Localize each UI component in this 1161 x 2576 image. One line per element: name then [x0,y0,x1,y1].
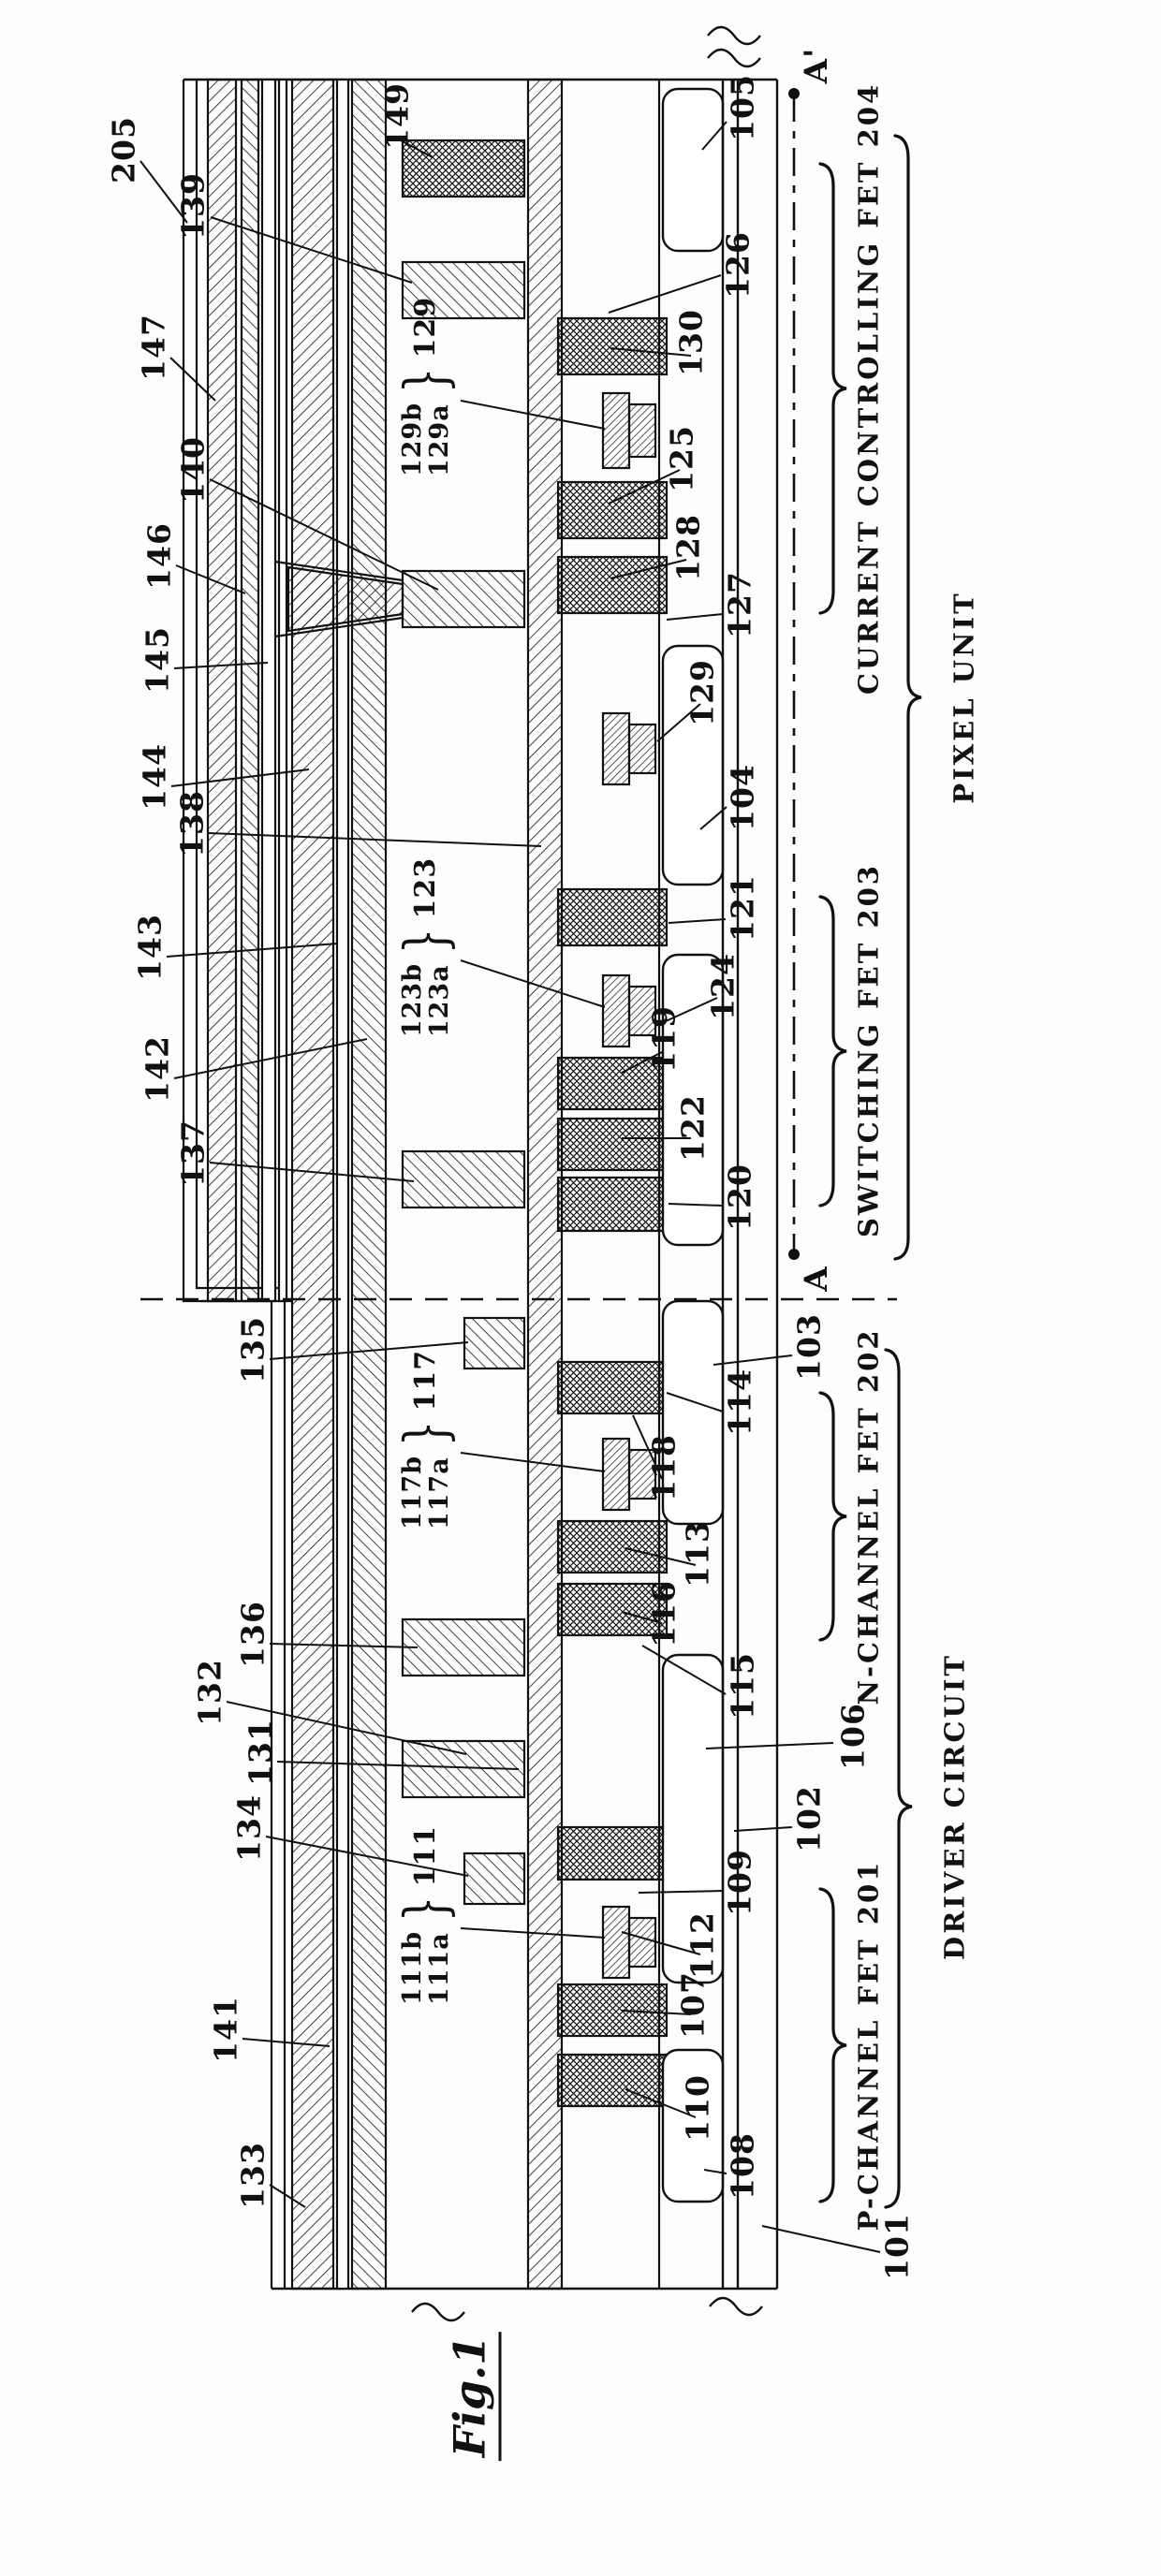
callout-119: 119 [645,1005,683,1073]
callout-129a: 129a [425,403,454,477]
callout-109: 109 [721,1849,758,1916]
callout-141: 141 [207,1996,244,2063]
callout-123a: 123a [425,964,454,1038]
callout-120: 120 [721,1164,758,1231]
callout-111b: 111b [398,1930,427,2006]
gate-callout-group-111: 111b 111a } 111 [391,1824,460,2006]
callout-129b: 129b [398,402,427,477]
gate-callout-group-123: 123b 123a } 123 [391,856,460,1038]
callout-143: 143 [131,914,169,981]
callout-104: 104 [724,764,761,831]
callout-133: 133 [234,2142,272,2209]
callout-114: 114 [721,1368,758,1436]
substrate-layers [721,80,779,2289]
callout-110: 110 [679,2074,716,2142]
group-brace-123: } [391,928,460,954]
figure-title: Fig.1 [444,2331,502,2462]
callout-146: 146 [140,522,178,590]
region-label-driver-circuit: DRIVER CIRCUIT [938,1653,971,1960]
callout-142: 142 [139,1035,176,1103]
callout-group-123: 123 [409,856,442,919]
callout-125: 125 [663,425,700,492]
callout-112: 112 [683,1911,721,1979]
callout-147: 147 [135,314,172,381]
callout-group-117: 117 [409,1349,442,1412]
callout-113: 113 [679,1520,716,1588]
callout-205: 205 [105,116,142,183]
callout-145: 145 [139,626,176,694]
callout-105: 105 [724,74,761,141]
section-marker-a-prime: A' [798,47,835,84]
source-drain-electrodes [556,316,669,2108]
callout-group-129: 129 [409,296,442,359]
braces [818,134,922,2209]
section-marker-a: A [798,1266,835,1292]
callout-128: 128 [669,514,707,581]
fet-label-switching-203: SWITCHING FET 203 [852,863,885,1237]
callout-136: 136 [234,1601,272,1668]
gate-callout-group-117: 117b 117a } 117 [391,1349,460,1530]
callout-115: 115 [724,1652,761,1720]
callout-118: 118 [645,1434,683,1501]
callout-group-111: 111 [409,1824,442,1887]
region-label-pixel-unit: PIXEL UNIT [948,591,980,804]
group-brace-129: } [391,367,460,393]
callout-101: 101 [878,2213,916,2280]
callout-107: 107 [674,1971,712,2039]
top-layer-bands [182,78,661,2291]
callout-130: 130 [672,309,710,376]
callout-102: 102 [790,1785,828,1852]
wiring-electrodes [401,139,526,1906]
callout-131: 131 [242,1719,279,1786]
section-line-a-a [788,88,800,1260]
callout-144: 144 [136,743,173,811]
fet-label-p-channel-201: P-CHANNEL FET 201 [852,1859,885,2232]
callout-127: 127 [721,571,758,638]
callout-137: 137 [174,1120,212,1187]
callout-121: 121 [724,874,761,942]
callout-149: 149 [378,82,416,150]
callout-117b: 117b [398,1455,427,1530]
fet-label-current-controlling-204: CURRENT CONTROLLING FET 204 [852,81,885,695]
callout-135: 135 [234,1316,272,1383]
callout-111a: 111a [425,1932,454,2006]
callout-139: 139 [174,172,212,240]
break-squiggles [411,25,763,2322]
gate-callout-group-129: 129b 129a } 129 [391,296,460,477]
callout-124: 124 [704,953,742,1020]
callout-116: 116 [645,1580,683,1647]
callout-140: 140 [174,436,212,504]
group-brace-111: } [391,1895,460,1922]
callout-123b: 123b [398,962,427,1038]
callout-132: 132 [191,1659,228,1726]
callout-122: 122 [674,1094,712,1162]
callout-138: 138 [173,790,211,857]
callout-103: 103 [790,1313,828,1381]
callout-117a: 117a [425,1456,454,1530]
fet-label-n-channel-202: N-CHANNEL FET 202 [852,1327,885,1705]
callout-129: 129 [683,659,721,726]
group-brace-117: } [391,1420,460,1446]
callout-126: 126 [719,231,757,299]
callout-134: 134 [230,1794,268,1862]
callout-108: 108 [724,2132,761,2200]
gate-stacks [601,391,657,1980]
leader-lines [140,121,881,2253]
callout-106: 106 [834,1703,872,1770]
